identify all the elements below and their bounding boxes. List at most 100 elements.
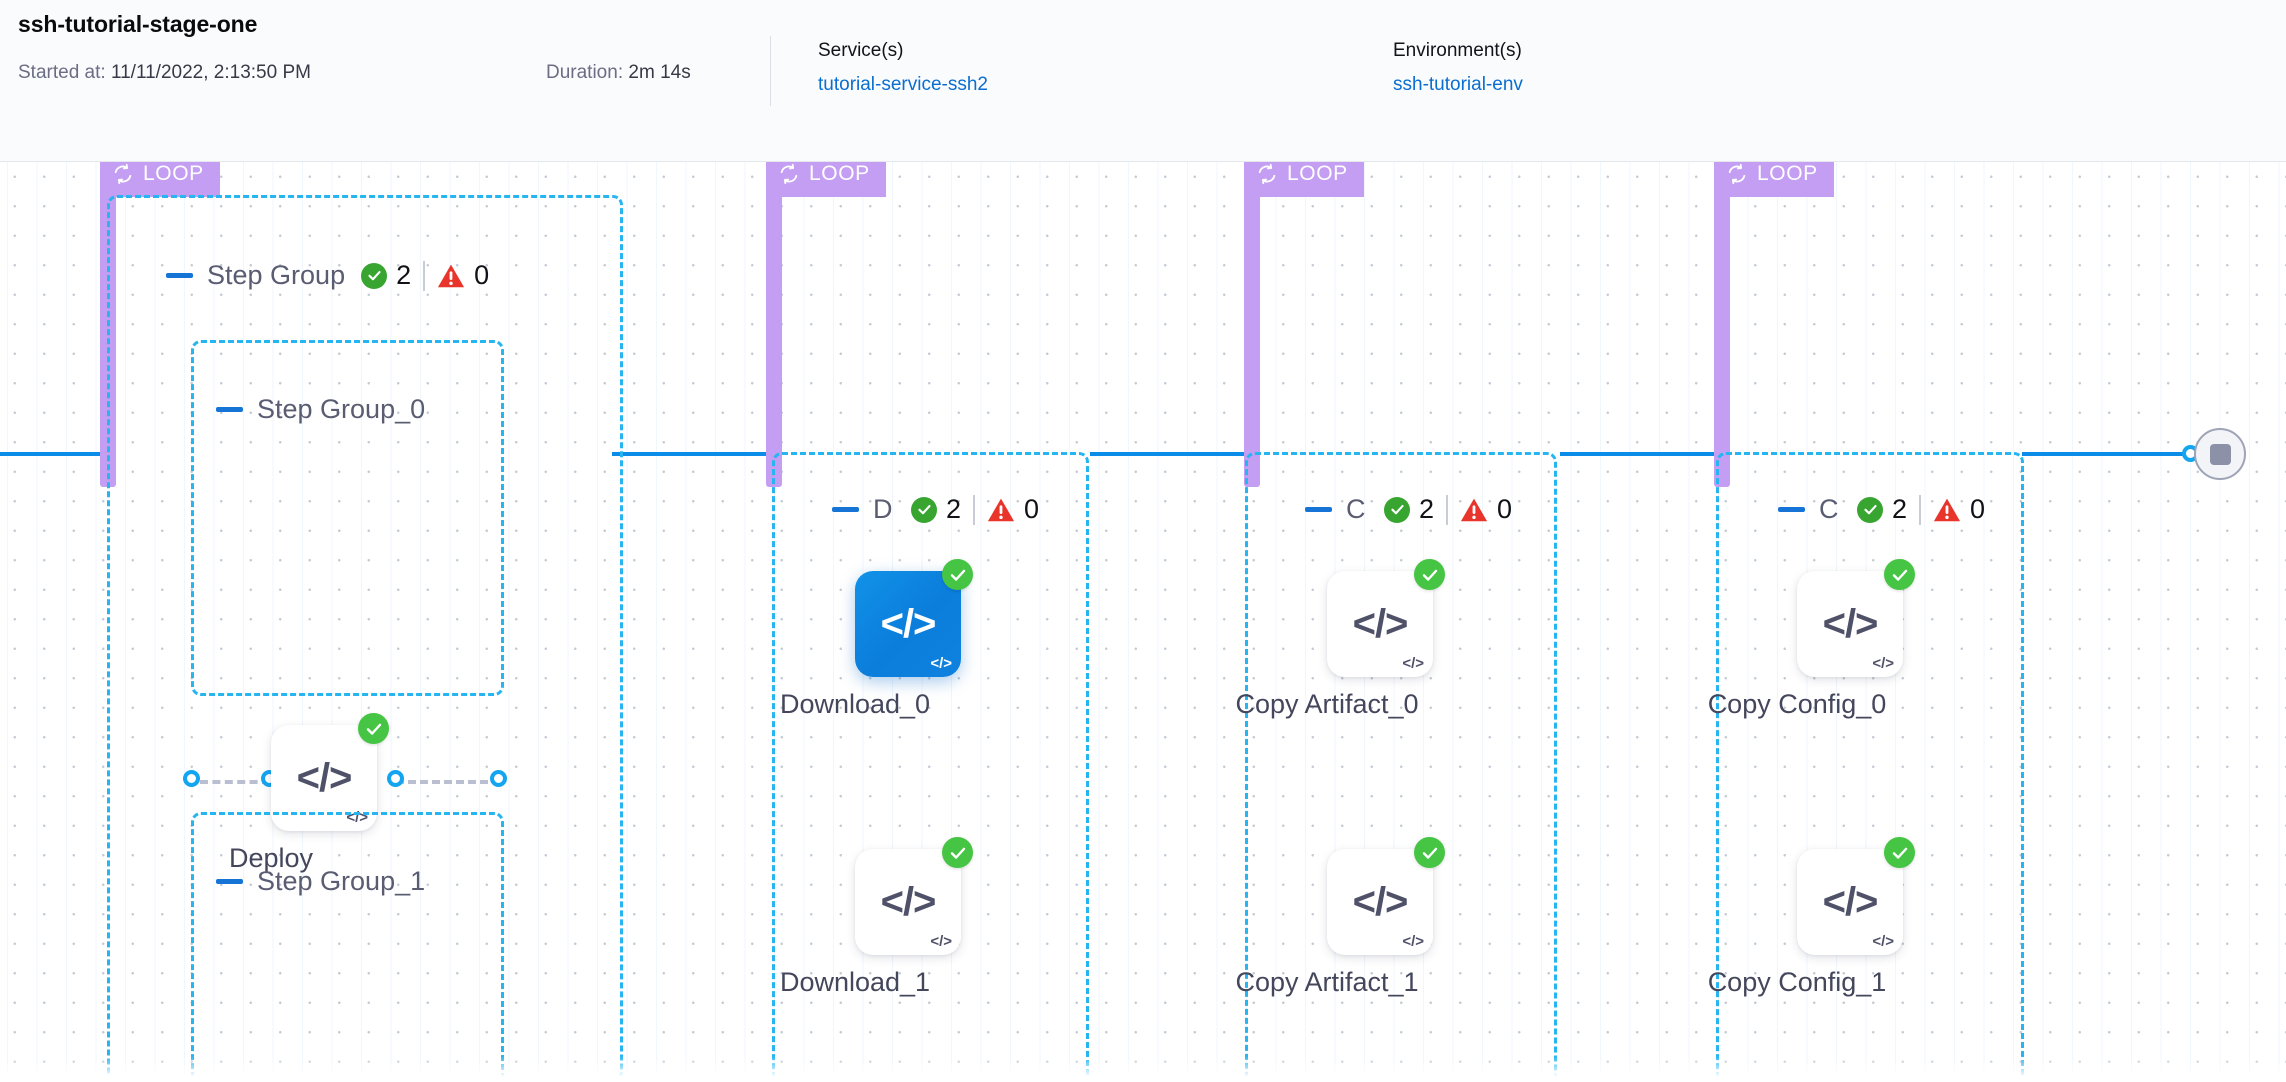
loop-bar-download-group xyxy=(766,197,782,487)
node-card[interactable]: </> </> xyxy=(1797,559,1915,677)
group-label: C xyxy=(1819,494,1839,524)
success-count: 2 xyxy=(1419,494,1435,524)
code-brackets-icon: </> xyxy=(880,602,937,646)
group-header-copy-config-group: C 2 0 xyxy=(1778,494,1985,525)
success-stat: 2 xyxy=(361,260,411,291)
pipeline-canvas[interactable]: LOOP Step Group 2 0 xyxy=(0,162,2286,1082)
port-group-in[interactable] xyxy=(183,770,200,787)
code-brackets-icon: </> xyxy=(1822,880,1879,924)
status-badge-success xyxy=(1884,559,1915,590)
status-badge-success xyxy=(1884,837,1915,868)
group-stats: 2 0 xyxy=(361,260,489,291)
code-brackets-icon: </> xyxy=(1822,602,1879,646)
loop-badge-label: LOOP xyxy=(1757,162,1818,185)
loop-badge-label: LOOP xyxy=(143,162,204,185)
collapse-dash-icon[interactable] xyxy=(1305,507,1332,512)
node-card[interactable]: </> </> xyxy=(855,559,973,677)
loop-icon xyxy=(1728,163,1746,185)
error-count: 0 xyxy=(1970,494,1986,524)
loop-bar-copy-artifact-group xyxy=(1244,197,1260,487)
connector-group2-to-group3 xyxy=(1090,452,1250,456)
stop-square-icon xyxy=(2209,443,2231,465)
started-at: Started at: 11/11/2022, 2:13:50 PM xyxy=(18,62,311,84)
success-count: 2 xyxy=(396,260,412,290)
connector-group3-to-group4 xyxy=(1560,452,1720,456)
loop-badge-download-group[interactable]: LOOP xyxy=(766,162,886,197)
group-header-step-group-0: Step Group_0 xyxy=(216,394,425,425)
success-stat: 2 xyxy=(911,494,961,525)
group-box-step-group-1[interactable] xyxy=(191,812,504,1082)
group-stats: 2 0 xyxy=(911,494,1039,525)
node-label: Download_0 xyxy=(779,689,931,719)
stat-separator xyxy=(1919,494,1922,525)
group-header-copy-artifact-group: C 2 0 xyxy=(1305,494,1512,525)
group-stats: 2 0 xyxy=(1384,494,1512,525)
node-card[interactable]: </> </> xyxy=(1327,837,1445,955)
group-label: C xyxy=(1346,494,1366,524)
node-label: Deploy xyxy=(228,843,314,873)
connector-group4-to-end xyxy=(2022,452,2198,456)
duration-value: 2m 14s xyxy=(628,62,691,83)
warning-triangle-icon xyxy=(1460,498,1488,521)
port-group-out[interactable] xyxy=(490,770,507,787)
code-brackets-icon: </> xyxy=(880,880,937,924)
stat-separator xyxy=(973,494,976,525)
loop-bar-copy-config-group xyxy=(1714,197,1730,487)
pipeline-end-node[interactable] xyxy=(2194,428,2246,480)
code-type-icon: </> xyxy=(1402,933,1424,950)
check-icon xyxy=(1384,496,1410,523)
group-label: D xyxy=(873,494,893,524)
loop-badge-label: LOOP xyxy=(809,162,870,185)
code-type-icon: </> xyxy=(1872,655,1894,672)
status-badge-success xyxy=(1414,559,1445,590)
dash-link-left xyxy=(200,780,270,784)
code-type-icon: </> xyxy=(1402,655,1424,672)
success-count: 2 xyxy=(946,494,962,524)
group-box-copy-config-group[interactable] xyxy=(1716,452,2024,1082)
collapse-dash-icon[interactable] xyxy=(216,879,243,884)
node-card[interactable]: </> </> xyxy=(1797,837,1915,955)
page-title: ssh-tutorial-stage-one xyxy=(18,11,258,37)
group-box-step-group-0[interactable] xyxy=(191,340,504,696)
status-badge-success xyxy=(358,713,389,744)
services-label: Service(s) xyxy=(818,40,904,61)
error-count: 0 xyxy=(1497,494,1513,524)
code-type-icon: </> xyxy=(930,933,952,950)
group-box-step-group[interactable] xyxy=(107,195,623,1082)
node-card[interactable]: </> </> xyxy=(855,837,973,955)
duration-label: Duration: xyxy=(546,62,624,83)
environments-column: Environment(s) ssh-tutorial-env xyxy=(1393,40,1523,96)
dash-link-right xyxy=(396,780,500,784)
status-badge-success xyxy=(942,837,973,868)
collapse-dash-icon[interactable] xyxy=(832,507,859,512)
code-brackets-icon: </> xyxy=(296,756,353,800)
stat-separator xyxy=(423,260,426,291)
services-column: Service(s) tutorial-service-ssh2 xyxy=(818,40,988,96)
group-box-copy-artifact-group[interactable] xyxy=(1245,452,1557,1082)
loop-badge-step-group[interactable]: LOOP xyxy=(100,162,220,197)
port-node-out[interactable] xyxy=(387,770,404,787)
loop-icon xyxy=(780,163,798,185)
loop-badge-copy-artifact-group[interactable]: LOOP xyxy=(1244,162,1364,197)
node-card[interactable]: </> </> xyxy=(1327,559,1445,677)
group-box-download-group[interactable] xyxy=(772,452,1089,1082)
error-stat: 0 xyxy=(1933,494,1985,525)
check-icon xyxy=(361,262,388,289)
node-label: Copy Artifact_0 xyxy=(1235,689,1419,719)
duration: Duration: 2m 14s xyxy=(546,62,691,84)
code-brackets-icon: </> xyxy=(1352,880,1409,924)
success-count: 2 xyxy=(1892,494,1908,524)
loop-badge-copy-config-group[interactable]: LOOP xyxy=(1714,162,1834,197)
service-link[interactable]: tutorial-service-ssh2 xyxy=(818,74,988,95)
error-count: 0 xyxy=(474,260,490,290)
connector-start-to-group1 xyxy=(0,452,104,456)
collapse-dash-icon[interactable] xyxy=(166,273,193,278)
collapse-dash-icon[interactable] xyxy=(1778,507,1805,512)
node-label: Copy Artifact_1 xyxy=(1235,967,1419,997)
node-label: Copy Config_0 xyxy=(1707,689,1887,719)
group-label: Step Group_0 xyxy=(257,394,426,424)
environment-link[interactable]: ssh-tutorial-env xyxy=(1393,74,1523,95)
collapse-dash-icon[interactable] xyxy=(216,407,243,412)
error-stat: 0 xyxy=(1460,494,1512,525)
error-stat: 0 xyxy=(987,494,1039,525)
